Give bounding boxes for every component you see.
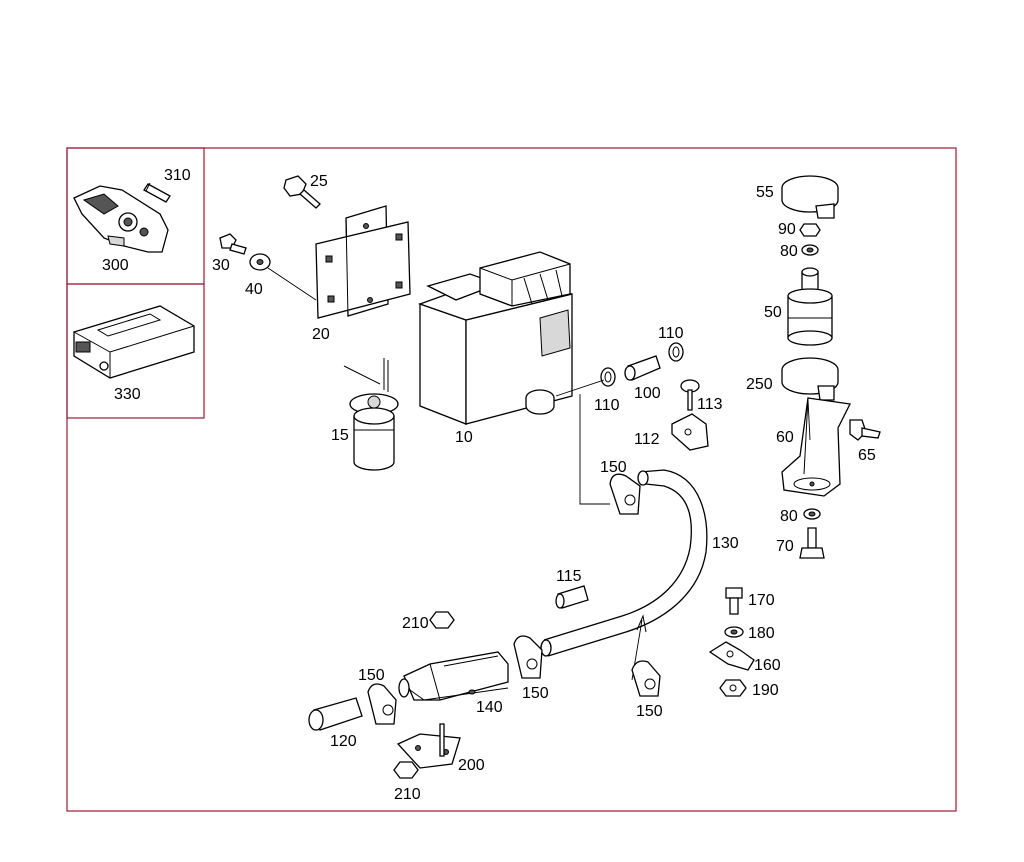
- part-300-key-fob[interactable]: [73, 185, 169, 253]
- part-40-washer[interactable]: [249, 253, 271, 271]
- label-80-a: 80: [780, 243, 798, 260]
- part-250-clamp-band[interactable]: [781, 357, 839, 401]
- label-140: 140: [476, 699, 503, 716]
- part-180-washer[interactable]: [724, 626, 744, 638]
- label-50: 50: [764, 304, 782, 321]
- part-150-clip-a[interactable]: [609, 473, 641, 515]
- part-140-silencer[interactable]: [398, 651, 509, 701]
- part-130-exhaust-pipe[interactable]: [540, 469, 708, 681]
- part-115-hose[interactable]: [555, 585, 589, 609]
- label-10: 10: [455, 429, 473, 446]
- part-210-nut-a[interactable]: [429, 611, 455, 629]
- label-80-b: 80: [780, 508, 798, 525]
- part-labels: 10 15 20 25 30 40 50 55 60 65 70 80 80 9…: [102, 167, 876, 803]
- label-110-b: 110: [658, 325, 684, 342]
- part-50-damper[interactable]: [787, 267, 833, 346]
- label-30: 30: [212, 257, 230, 274]
- part-190-nut[interactable]: [719, 679, 747, 697]
- label-150-b: 150: [522, 685, 549, 702]
- label-65: 65: [858, 447, 876, 464]
- part-15-fuel-pump[interactable]: [343, 358, 399, 471]
- label-150-c: 150: [636, 703, 663, 720]
- label-150-d: 150: [358, 667, 385, 684]
- part-200-bracket[interactable]: [396, 723, 461, 769]
- label-150-a: 150: [600, 459, 627, 476]
- label-190: 190: [752, 682, 779, 699]
- part-65-bolt[interactable]: [849, 419, 881, 441]
- label-40: 40: [245, 281, 263, 298]
- part-60-holder[interactable]: [781, 397, 851, 497]
- part-210-nut-b[interactable]: [393, 761, 419, 779]
- part-160-clip[interactable]: [708, 641, 755, 671]
- label-25: 25: [310, 173, 328, 190]
- label-110-a: 110: [594, 397, 620, 414]
- label-90: 90: [778, 221, 796, 238]
- part-170-bolt[interactable]: [725, 587, 743, 615]
- label-170: 170: [748, 592, 775, 609]
- label-130: 130: [712, 535, 739, 552]
- label-113: 113: [697, 396, 723, 413]
- part-80-washer-a[interactable]: [801, 244, 819, 256]
- label-160: 160: [754, 657, 781, 674]
- label-310: 310: [164, 167, 191, 184]
- label-210-a: 210: [402, 615, 429, 632]
- part-90-nut[interactable]: [799, 223, 821, 237]
- label-115: 115: [556, 568, 582, 585]
- part-330-receiver[interactable]: [73, 305, 195, 379]
- part-110-clamp-a[interactable]: [600, 367, 616, 387]
- part-150-clip-b[interactable]: [513, 635, 543, 679]
- label-100: 100: [634, 385, 661, 402]
- part-110-clamp-b[interactable]: [668, 342, 684, 362]
- part-100-hose[interactable]: [624, 355, 661, 381]
- part-150-clip-c[interactable]: [631, 660, 661, 697]
- label-210-b: 210: [394, 786, 421, 803]
- label-70: 70: [776, 538, 794, 555]
- part-70-bolt[interactable]: [799, 527, 825, 559]
- part-55-clamp-band[interactable]: [781, 175, 839, 219]
- part-10-heater[interactable]: [418, 251, 573, 425]
- label-180: 180: [748, 625, 775, 642]
- label-60: 60: [776, 429, 794, 446]
- label-112: 112: [634, 431, 660, 448]
- label-200: 200: [458, 757, 485, 774]
- part-20-bracket[interactable]: [315, 205, 411, 319]
- label-330: 330: [114, 386, 141, 403]
- label-15: 15: [331, 427, 349, 444]
- part-25-bolt[interactable]: [283, 175, 321, 209]
- label-20: 20: [312, 326, 330, 343]
- part-150-clip-d[interactable]: [367, 683, 397, 725]
- part-113-screw[interactable]: [680, 379, 700, 411]
- part-310-battery[interactable]: [143, 182, 171, 203]
- label-300: 300: [102, 257, 129, 274]
- part-120-pipe[interactable]: [308, 697, 363, 731]
- label-55: 55: [756, 184, 774, 201]
- diagram-frame: [66, 147, 957, 812]
- leader-lines: [267, 267, 811, 505]
- part-30-screw[interactable]: [219, 233, 247, 255]
- part-112-clip[interactable]: [671, 413, 709, 451]
- label-250: 250: [746, 376, 773, 393]
- label-120: 120: [330, 733, 357, 750]
- part-80-washer-b[interactable]: [803, 508, 821, 520]
